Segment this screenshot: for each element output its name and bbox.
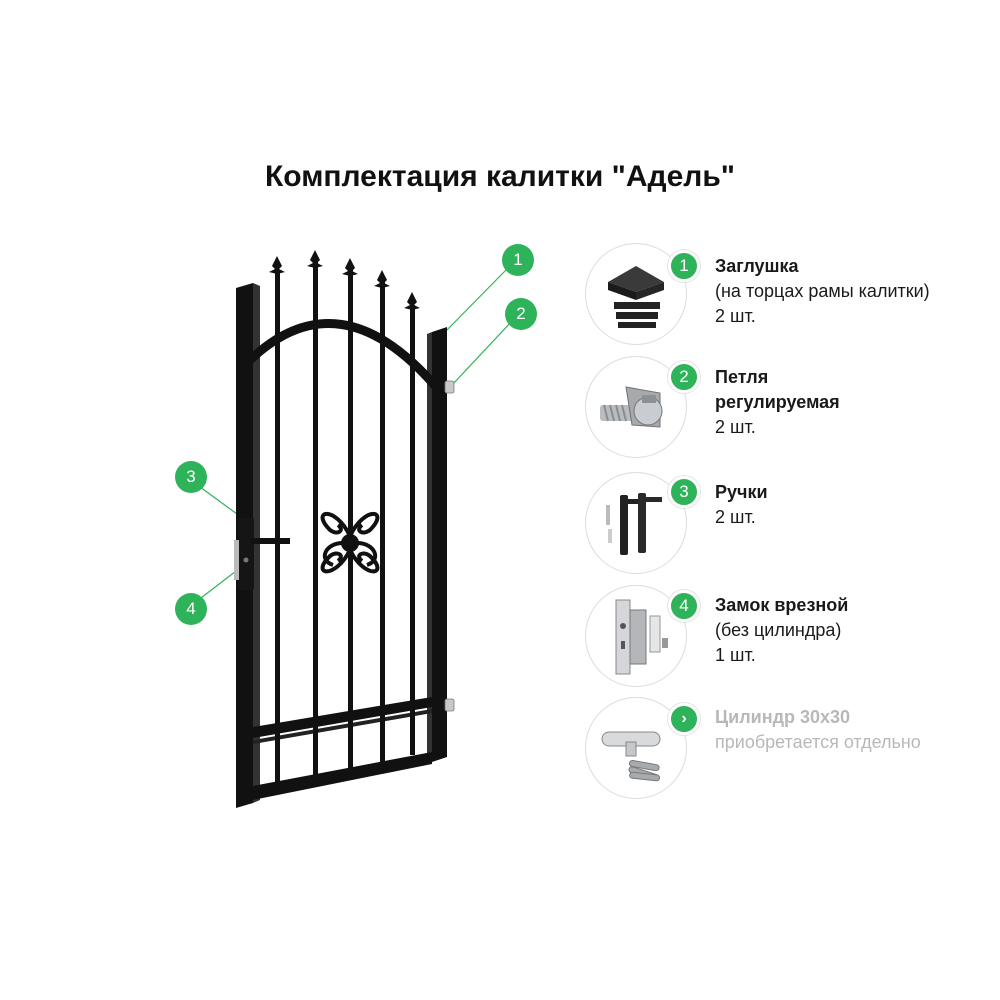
handle-icon (606, 493, 662, 555)
item-badge-3: 3 (668, 476, 700, 508)
callout-badge-3: 3 (175, 461, 207, 493)
callout-badge-4: 4 (175, 593, 207, 625)
decorative-scroll (320, 511, 380, 574)
item-1-name: Заглушка (715, 256, 799, 276)
gate-frame (236, 283, 447, 808)
gate-hinges (444, 380, 455, 712)
item-3-qty: 2 шт. (715, 507, 756, 527)
item-1-qty: 2 шт. (715, 306, 756, 326)
item-4-name: Замок врезной (715, 595, 849, 615)
item-4-qty: 1 шт. (715, 645, 756, 665)
callout-badge-1: 1 (502, 244, 534, 276)
item-badge-5: › (668, 703, 700, 735)
cap-icon (608, 266, 664, 328)
item-2-name-line2: регулируемая (715, 392, 840, 412)
cylinder-icon (601, 731, 661, 782)
item-5-text: Цилиндр 30х30 приобретается отдельно (715, 705, 921, 755)
callout-badge-2: 2 (505, 298, 537, 330)
item-1-desc: (на торцах рамы калитки) (715, 281, 930, 301)
item-2-qty: 2 шт. (715, 417, 756, 437)
leader-lines (195, 267, 513, 602)
item-5-name: Цилиндр 30х30 (715, 707, 851, 727)
gate-bars (269, 250, 420, 785)
chevron-right-icon: › (681, 710, 687, 727)
lock-icon (615, 599, 668, 675)
item-badge-2: 2 (668, 361, 700, 393)
hinge-icon (600, 386, 663, 428)
item-5-desc: приобретается отдельно (715, 732, 921, 752)
page-title: Комплектация калитки "Адель" (264, 160, 736, 193)
item-4-desc: (без цилиндра) (715, 620, 842, 640)
item-badge-4: 4 (668, 590, 700, 622)
item-1-text: Заглушка (на торцах рамы калитки) 2 шт. (715, 254, 930, 329)
item-2-text: Петля регулируемая 2 шт. (715, 365, 840, 440)
item-2-name-line1: Петля (715, 367, 769, 387)
item-3-name: Ручки (715, 482, 768, 502)
thumb-handles (585, 472, 687, 574)
item-3-text: Ручки 2 шт. (715, 480, 768, 530)
item-4-text: Замок врезной (без цилиндра) 1 шт. (715, 593, 848, 668)
item-badge-1: 1 (668, 250, 700, 282)
gate-handle-lock (234, 518, 290, 590)
